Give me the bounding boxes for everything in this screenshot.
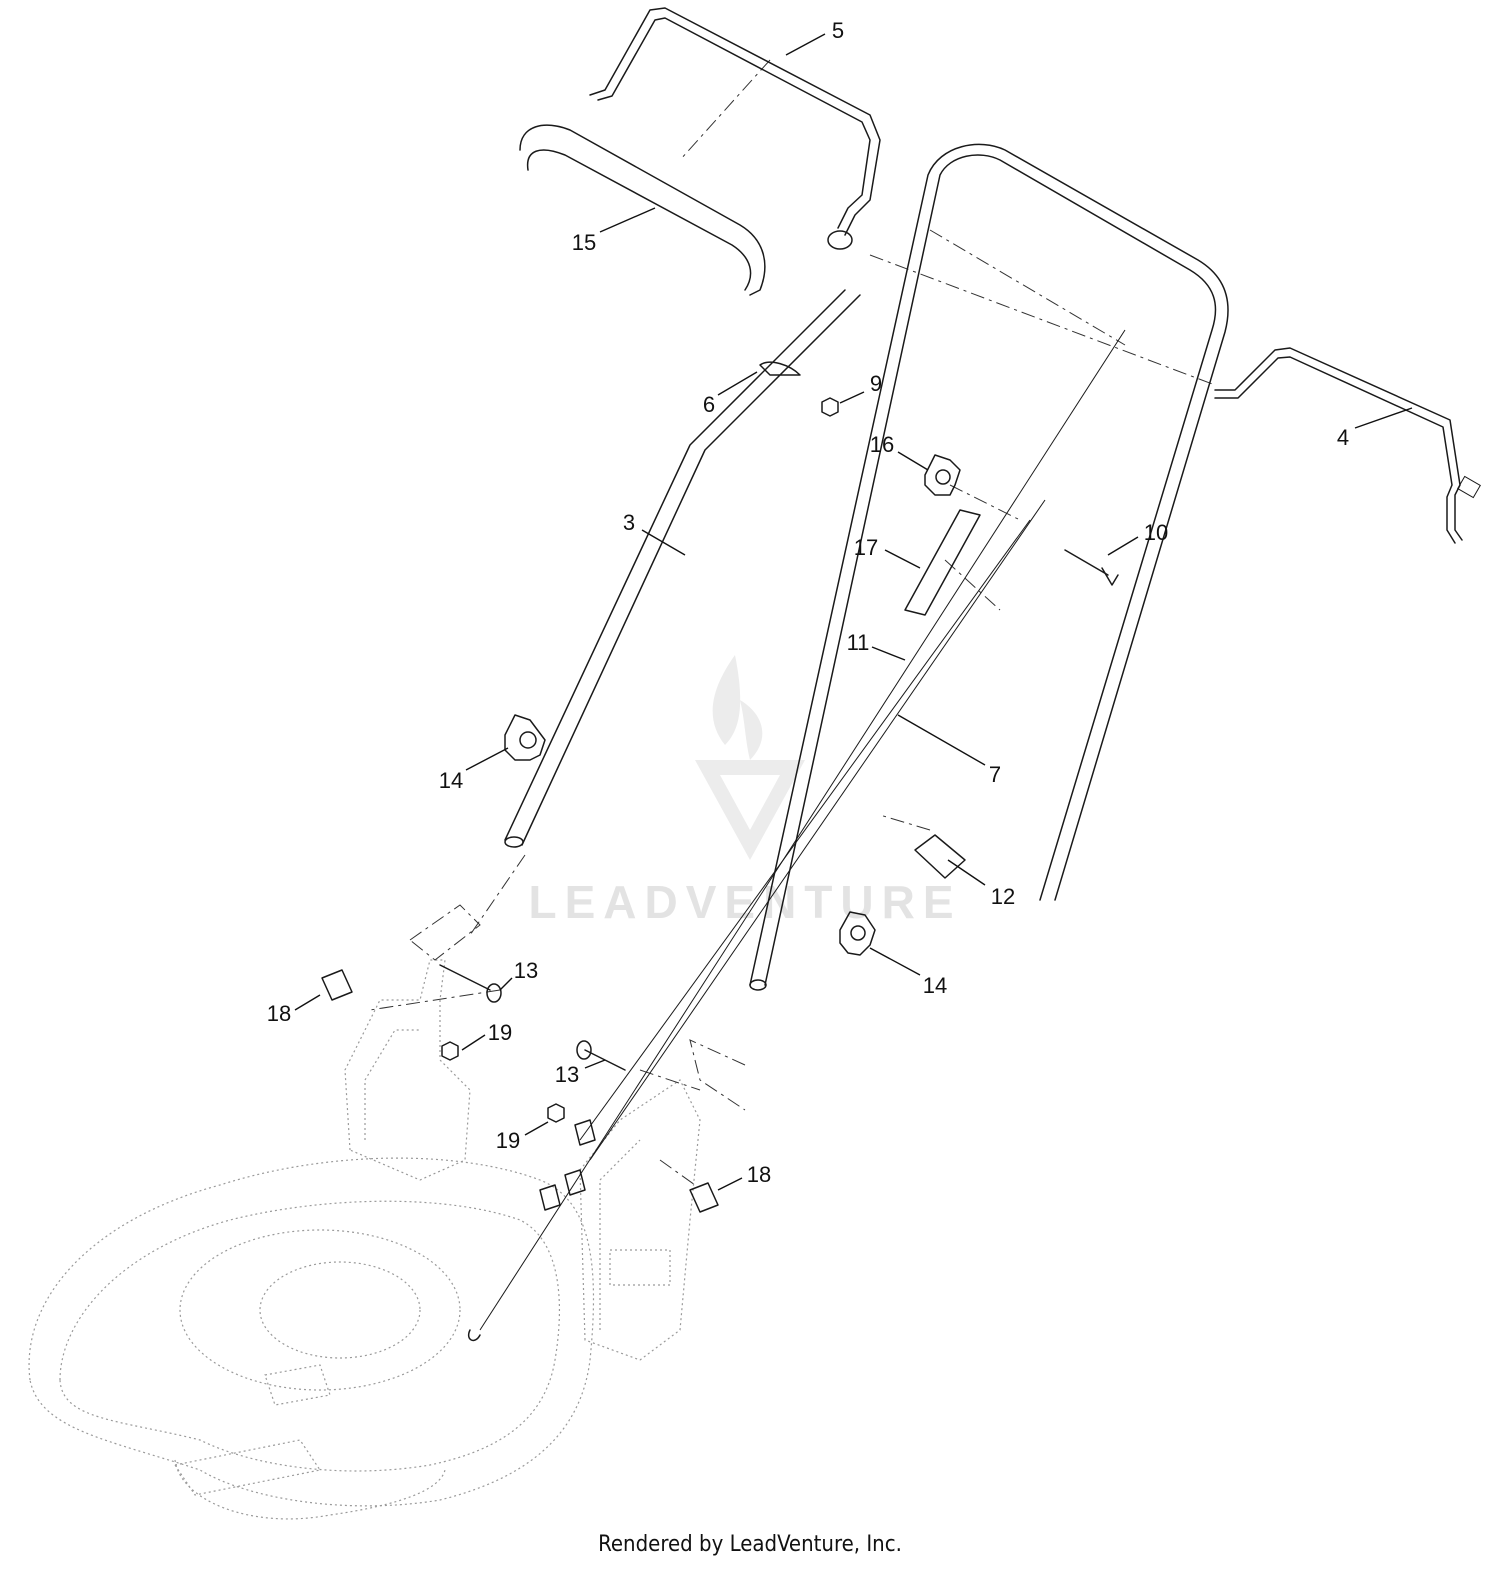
- callout-6: 6: [703, 392, 715, 417]
- callout-19-upper: 19: [488, 1020, 512, 1045]
- mower-deck: [28, 1157, 595, 1520]
- left-handle-bracket: [344, 959, 471, 1181]
- decal-part-17: [904, 509, 981, 616]
- callout-10: 10: [1144, 520, 1168, 545]
- right-handle-bracket: [579, 1079, 701, 1361]
- callout-18-lower: 18: [747, 1162, 771, 1187]
- leadventure-watermark: LEADVENTURE: [528, 655, 961, 928]
- callout-17: 17: [854, 535, 878, 560]
- lower-handle-part-3: [504, 289, 861, 848]
- handle-grip-part-15: [519, 124, 766, 296]
- callout-13-lower: 13: [555, 1062, 579, 1087]
- callout-12: 12: [991, 884, 1015, 909]
- callout-15: 15: [572, 230, 596, 255]
- rendered-by-credit: Rendered by LeadVenture, Inc.: [598, 1532, 902, 1557]
- callout-9: 9: [870, 371, 882, 396]
- callout-18-upper: 18: [267, 1001, 291, 1026]
- callout-19-lower: 19: [496, 1128, 520, 1153]
- callout-14-lower: 14: [923, 973, 947, 998]
- upper-bail-part-5: [589, 7, 881, 250]
- callout-labels: 5 15 6 9 4 16 3 10 17 11 7 14 12 13 18 1…: [267, 18, 1349, 1187]
- callout-11: 11: [847, 630, 870, 655]
- lower-bail-part-4: [1214, 347, 1481, 544]
- control-cable-part-11: [468, 329, 1126, 1342]
- callout-5: 5: [832, 18, 844, 43]
- callout-leaders: [294, 33, 1413, 1191]
- callout-13-upper: 13: [514, 958, 538, 983]
- callout-3: 3: [623, 510, 635, 535]
- callout-16: 16: [870, 432, 894, 457]
- callout-14-upper: 14: [439, 768, 463, 793]
- watermark-text: LEADVENTURE: [528, 876, 961, 928]
- callout-4: 4: [1337, 425, 1349, 450]
- callout-7: 7: [989, 762, 1001, 787]
- upper-handle-part-7: [749, 143, 1229, 991]
